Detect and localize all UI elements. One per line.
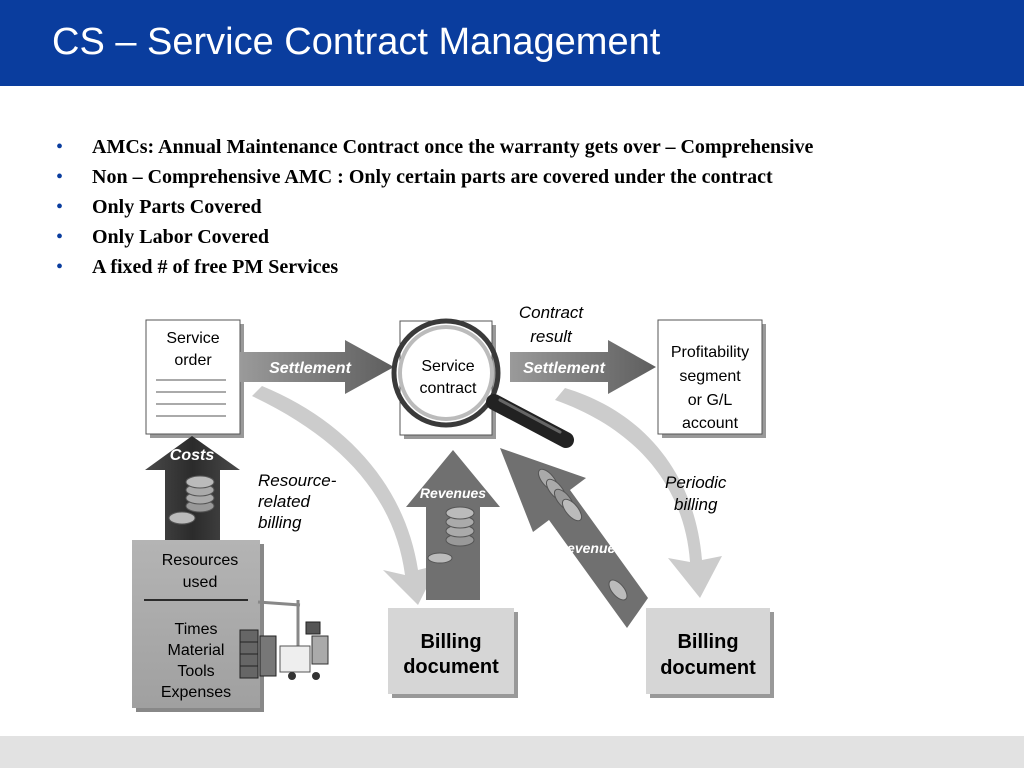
coins-icon <box>537 468 628 601</box>
bullet-item: • Non – Comprehensive AMC : Only certain … <box>56 162 813 192</box>
profitability-box: Profitability segment or G/L account <box>657 319 766 438</box>
settlement-arrow-right: Settlement <box>510 340 656 394</box>
revenues-center-label: Revenues <box>420 485 486 501</box>
resources-box: Resources used Times Material Tools Expe… <box>132 540 264 712</box>
service-contract-label-1: Service <box>421 358 474 375</box>
tools-icon <box>239 600 329 680</box>
billing-doc-left-label-2: document <box>403 656 499 678</box>
resource-billing-label-1: Resource- <box>258 471 337 490</box>
magnifier-icon <box>391 318 574 448</box>
slide-footer <box>0 736 1024 768</box>
bullet-text: Only Labor Covered <box>92 226 270 248</box>
bullet-text: AMCs: Annual Maintenance Contract once t… <box>92 136 814 158</box>
profitability-label-3: or G/L <box>688 392 733 409</box>
contract-result-label-1: Contract <box>519 303 585 322</box>
billing-document-right: Billing document <box>646 608 774 698</box>
profitability-label-1: Profitability <box>671 344 749 361</box>
resource-billing-label-3: billing <box>258 513 302 532</box>
bullet-text: Non – Comprehensive AMC : Only certain p… <box>92 166 773 188</box>
service-order-label-1: Service <box>166 330 219 347</box>
revenues-diagonal-label: Revenues <box>557 540 623 556</box>
periodic-billing-label-1: Periodic <box>665 473 727 492</box>
curved-arrow-periodic-billing <box>555 388 722 598</box>
bullet-item: • A fixed # of free PM Services <box>56 252 813 282</box>
resources-label-5: Tools <box>177 663 214 680</box>
bullet-icon: • <box>56 256 64 278</box>
periodic-billing-label-2: billing <box>674 495 718 514</box>
bullet-item: • Only Parts Covered <box>56 192 813 222</box>
resources-label-6: Expenses <box>161 684 231 701</box>
coins-icon <box>168 475 215 525</box>
bullet-list: • AMCs: Annual Maintenance Contract once … <box>56 132 813 282</box>
bullet-item: • Only Labor Covered <box>56 222 813 252</box>
resources-label-2: used <box>183 574 218 591</box>
service-order-label-2: order <box>174 352 212 369</box>
contract-result-label-2: result <box>530 327 573 346</box>
slide-title: CS – Service Contract Management <box>52 21 661 63</box>
coins-icon <box>427 506 475 564</box>
slide-header: CS – Service Contract Management <box>0 0 1024 86</box>
service-contract-label-2: contract <box>420 380 477 397</box>
costs-label: Costs <box>170 447 215 464</box>
billing-document-left: Billing document <box>388 608 518 698</box>
bullet-text: Only Parts Covered <box>92 196 262 218</box>
revenues-arrow-diagonal: Revenues <box>500 448 648 628</box>
billing-doc-left-label-1: Billing <box>420 631 481 653</box>
resource-billing-label-2: related <box>258 492 311 511</box>
bullet-icon: • <box>56 196 64 218</box>
bullet-text: A fixed # of free PM Services <box>92 256 339 278</box>
bullet-icon: • <box>56 226 64 248</box>
resources-label-4: Material <box>168 642 225 659</box>
curved-arrow-resource-billing <box>252 386 438 605</box>
resources-label-3: Times <box>175 621 218 638</box>
bullet-icon: • <box>56 166 64 188</box>
settlement-arrow-left: Settlement <box>240 340 394 394</box>
settlement-left-label: Settlement <box>269 360 351 377</box>
service-order-box: Service order <box>145 319 244 438</box>
profitability-label-4: account <box>682 415 739 432</box>
bullet-icon: • <box>56 136 64 158</box>
billing-doc-right-label-2: document <box>660 657 756 679</box>
bullet-item: • AMCs: Annual Maintenance Contract once … <box>56 132 813 162</box>
profitability-label-2: segment <box>679 368 741 385</box>
billing-doc-right-label-1: Billing <box>677 631 738 653</box>
settlement-right-label: Settlement <box>523 360 605 377</box>
resources-label-1: Resources <box>162 552 238 569</box>
